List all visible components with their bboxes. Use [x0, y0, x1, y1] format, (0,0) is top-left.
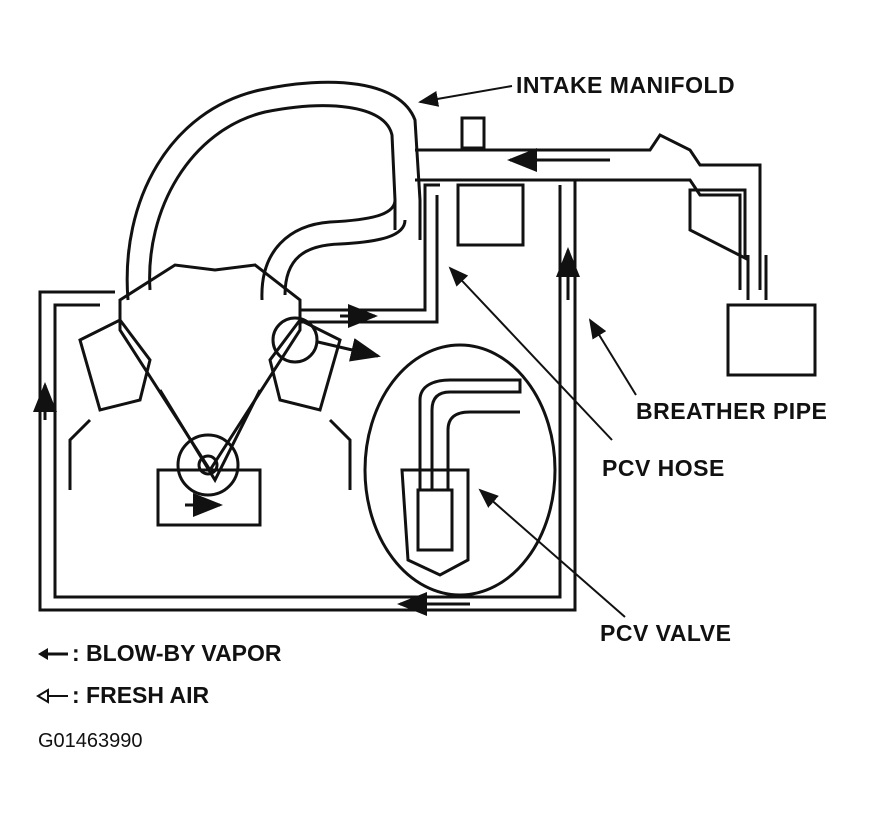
legend-blow-by: : BLOW-BY VAPOR	[36, 640, 282, 667]
engine-block	[68, 263, 352, 527]
intake-manifold	[125, 80, 422, 301]
legend-fresh-air-text: : FRESH AIR	[72, 682, 210, 708]
leader-lines	[418, 85, 637, 618]
pcv-valve-detail	[271, 316, 557, 597]
throttle-body	[415, 116, 762, 290]
intake-manifold-label: INTAKE MANIFOLD	[516, 72, 736, 98]
pcv-hose-pipe	[300, 183, 440, 328]
breather-loop	[33, 180, 580, 616]
pcv-hose-label: PCV HOSE	[602, 455, 725, 481]
legend-blow-by-text: : BLOW-BY VAPOR	[72, 640, 282, 666]
hollow-arrow-icon	[36, 687, 68, 704]
air-cleaner	[688, 188, 817, 377]
breather-pipe-label: BREATHER PIPE	[636, 398, 828, 424]
solid-arrow-icon	[38, 647, 68, 660]
pcv-valve-label: PCV VALVE	[600, 620, 732, 646]
figure-id: G01463990	[38, 730, 143, 752]
legend-fresh-air: : FRESH AIR	[36, 682, 209, 709]
